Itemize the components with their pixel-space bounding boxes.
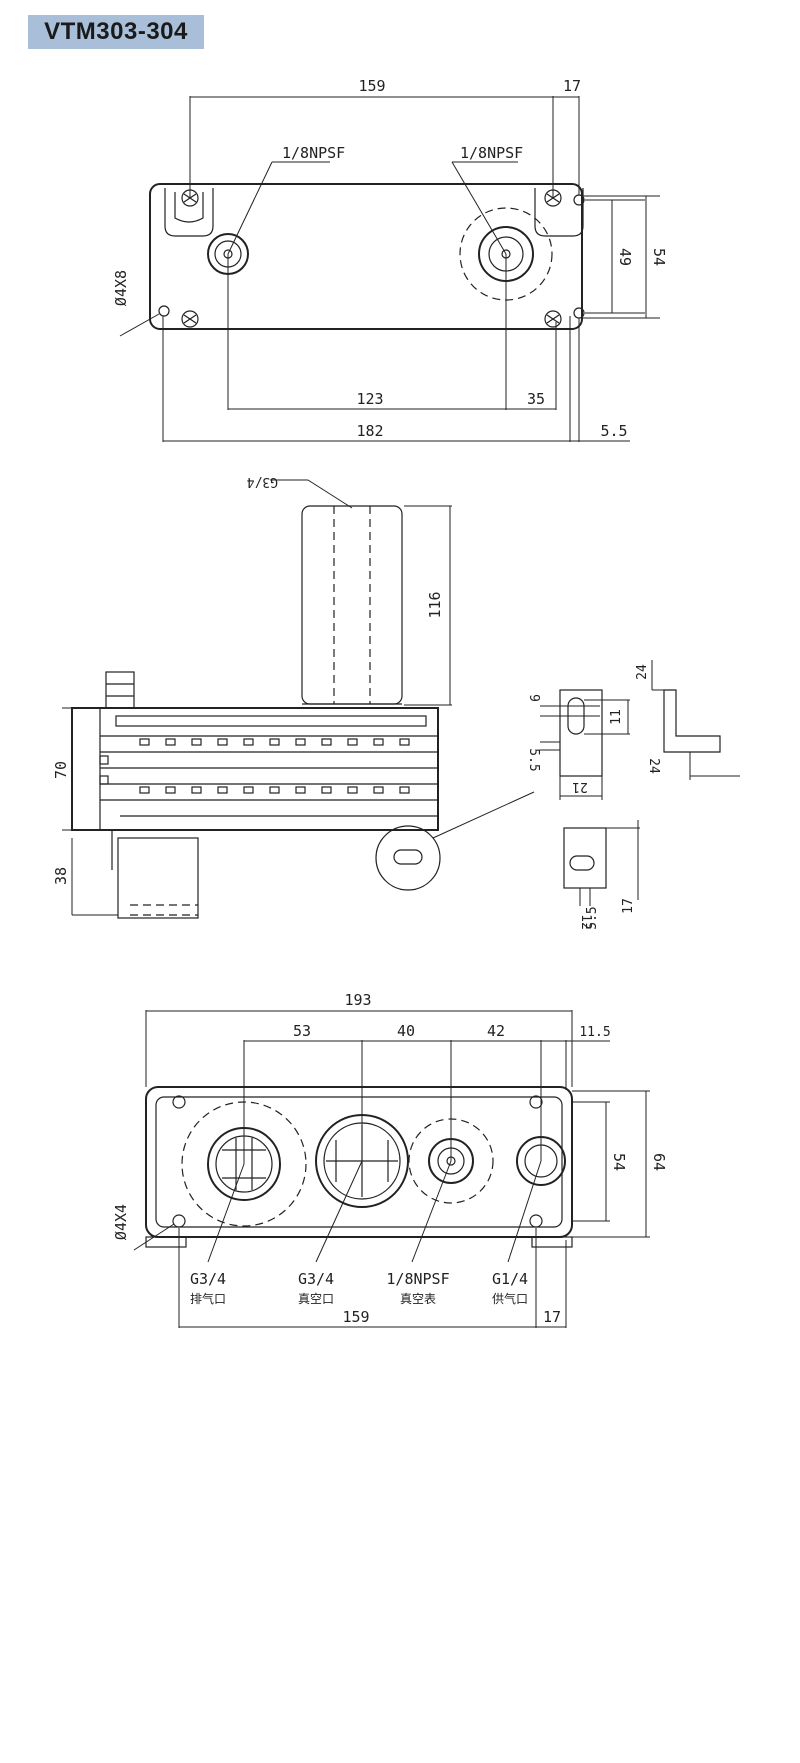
port4-spec: G1/4	[492, 1270, 528, 1288]
dim-116: 116	[426, 591, 444, 618]
port3-name: 真空表	[400, 1292, 436, 1306]
side-view: G3/4 116	[52, 474, 740, 930]
port4-name: 供气口	[492, 1291, 528, 1306]
detail-5-5b: 5.5	[585, 906, 600, 929]
corner-hole	[529, 1095, 543, 1109]
dim-11-5: 11.5	[579, 1025, 610, 1040]
l-bracket	[663, 689, 721, 753]
fitting-top	[105, 671, 135, 709]
port3-spec: 1/8NPSF	[386, 1270, 449, 1288]
dim-5-5: 5.5	[600, 422, 627, 440]
dim-123: 123	[356, 390, 383, 408]
detail-5-5: 5.5	[526, 748, 541, 771]
dim-54-front: 54	[610, 1153, 628, 1171]
dim-35: 35	[527, 390, 545, 408]
port1-name: 排气口	[190, 1291, 226, 1306]
port1-spec: G3/4	[190, 1270, 226, 1288]
detail-17: 17	[621, 898, 636, 914]
top-plate-outline	[149, 183, 583, 330]
port-left-label: 1/8NPSF	[282, 144, 345, 162]
dim-17-front: 17	[543, 1308, 561, 1326]
detail-24a: 24	[635, 664, 650, 680]
dim-53: 53	[293, 1022, 311, 1040]
dim-182: 182	[356, 422, 383, 440]
front-body	[145, 1086, 573, 1238]
dim-159-front: 159	[342, 1308, 369, 1326]
detail-11: 11	[609, 709, 624, 725]
dim-64: 64	[650, 1153, 668, 1171]
vent-row-top	[139, 738, 410, 746]
corner-hole	[172, 1214, 186, 1228]
title-badge	[28, 15, 204, 49]
port2-spec: G3/4	[298, 1270, 334, 1288]
screw-icon	[181, 310, 199, 328]
dim-54: 54	[650, 248, 668, 266]
port-right-label: 1/8NPSF	[460, 144, 523, 162]
detail-6: 6	[529, 694, 544, 702]
dim-42: 42	[487, 1022, 505, 1040]
top-slot-right	[534, 188, 584, 237]
top-view: 159 17 1/8NPSF 1/8NPSF 49 54 Ø4X8 123 35…	[112, 77, 668, 442]
dim-159: 159	[358, 77, 385, 95]
top-slot-left	[164, 188, 214, 237]
muffler-body	[301, 505, 403, 705]
dim-17: 17	[563, 77, 581, 95]
port-g34-label: G3/4	[247, 474, 278, 489]
dim-40: 40	[397, 1022, 415, 1040]
port2-name: 真空口	[298, 1292, 334, 1306]
hole-callout: Ø4X8	[112, 270, 130, 306]
detail-bracket	[559, 689, 603, 777]
dim-70: 70	[52, 761, 70, 779]
corner-hole	[529, 1214, 543, 1228]
screw-icon	[544, 310, 562, 328]
vent-row-bottom	[139, 786, 410, 794]
detail-circle	[375, 825, 441, 891]
detail-b-bracket	[563, 827, 607, 889]
dim-38: 38	[52, 867, 70, 885]
mount-hole	[158, 305, 170, 317]
fitting-bottom	[117, 837, 199, 919]
model-title: VTM303-304	[44, 18, 188, 45]
detail-24b: 24	[646, 758, 661, 774]
front-view: 193 53 40 42 11.5 54 64 Ø4X4 G3/4 排气口 G3…	[112, 991, 668, 1328]
dim-49: 49	[616, 248, 634, 266]
hole-callout-front: Ø4X4	[112, 1204, 130, 1240]
detail-holesize: 12	[578, 914, 593, 930]
corner-hole	[172, 1095, 186, 1109]
dim-193: 193	[344, 991, 371, 1009]
detail-21: 21	[572, 779, 588, 794]
